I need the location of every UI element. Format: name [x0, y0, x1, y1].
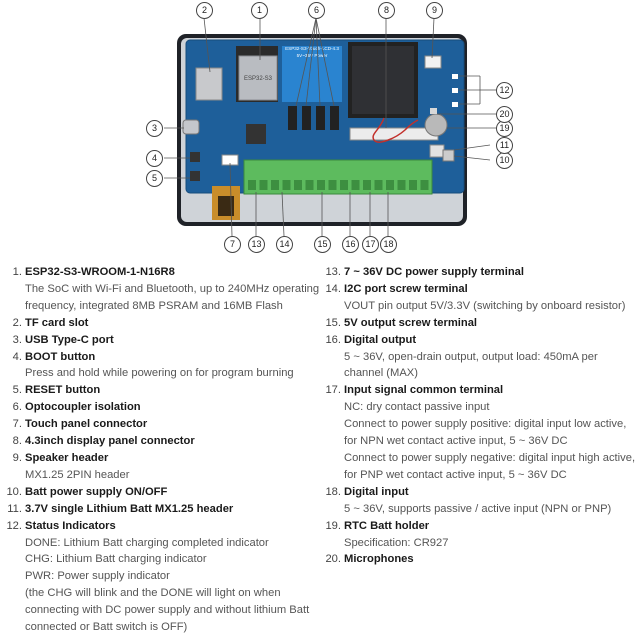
- list-item-2: 2.TF card slot: [12, 316, 89, 329]
- terminal-screw: [386, 180, 394, 190]
- esp32-module: [238, 55, 278, 101]
- optocoupler-3: [316, 106, 325, 130]
- inductor: [246, 124, 266, 144]
- usb-c-port: [182, 119, 200, 135]
- callout-1: 1: [251, 2, 268, 19]
- speaker-header: [424, 55, 442, 69]
- callout-3: 3: [146, 120, 163, 137]
- list-item-13: 13.7 ~ 36V DC power supply terminal: [325, 266, 524, 278]
- flex-cable-tab: [218, 196, 234, 216]
- battery-switch: [442, 149, 455, 162]
- silk-text-2: 5V~36V Power: [297, 53, 328, 58]
- terminal-screw: [409, 180, 417, 190]
- boot-button: [190, 152, 200, 162]
- board-svg: ESP32-S3 ESP32-S3-Touch-LCD-4.3 5V~36V P…: [164, 17, 496, 237]
- list-item-6: 6.Optocoupler isolation: [12, 401, 141, 414]
- terminal-screw: [271, 180, 279, 190]
- terminal-screw: [248, 180, 256, 190]
- terminal-screw: [374, 180, 383, 190]
- leader-lines: [164, 17, 496, 237]
- description-list-right: 13.7 ~ 36V DC power supply terminal 14.I…: [325, 264, 638, 568]
- terminal-screw: [420, 180, 429, 190]
- callout-11: 11: [496, 137, 513, 154]
- terminal-screw: [282, 180, 291, 190]
- callout-5: 5: [146, 170, 163, 187]
- tf-card-slot: [195, 67, 223, 101]
- speaker-grille: [352, 46, 414, 114]
- optocoupler-4: [330, 106, 339, 130]
- list-item-3: 3.USB Type-C port: [12, 333, 114, 346]
- led-chg: [452, 88, 458, 93]
- terminal-screw: [259, 180, 268, 190]
- optocoupler-2: [302, 106, 311, 130]
- callout-12: 12: [496, 82, 513, 99]
- callout-16: 16: [342, 236, 359, 253]
- callout-15: 15: [314, 236, 331, 253]
- led-done: [452, 74, 458, 79]
- terminal-screw: [363, 180, 371, 190]
- board-illustration: ESP32-S3 ESP32-S3-Touch-LCD-4.3 5V~36V P…: [0, 0, 640, 258]
- list-item-15: 15.5V output screw terminal: [325, 316, 478, 329]
- terminal-screw: [328, 180, 337, 190]
- callout-18: 18: [380, 236, 397, 253]
- callout-19: 19: [496, 120, 513, 137]
- battery-header: [429, 144, 445, 158]
- callout-13: 13: [248, 236, 265, 253]
- led-pwr: [452, 102, 458, 107]
- list-item-7: 7.Touch panel connector: [12, 418, 148, 431]
- callout-9: 9: [426, 2, 443, 19]
- microphone: [430, 108, 437, 114]
- callout-8: 8: [378, 2, 395, 19]
- callout-10: 10: [496, 152, 513, 169]
- list-item-10: 10.Batt power supply ON/OFF: [6, 485, 168, 498]
- optocoupler-1: [288, 106, 297, 130]
- callout-4: 4: [146, 150, 163, 167]
- callout-17: 17: [362, 236, 379, 253]
- callout-14: 14: [276, 236, 293, 253]
- callout-20: 20: [496, 106, 513, 123]
- rtc-battery-holder: [424, 113, 448, 137]
- callout-6: 6: [308, 2, 325, 19]
- list-item-11: 11.3.7V single Lithium Batt MX1.25 heade…: [7, 502, 234, 515]
- reset-button: [190, 171, 200, 181]
- callout-7: 7: [224, 236, 241, 253]
- terminal-screw: [340, 180, 348, 190]
- list-item-8: 8.4.3inch display panel connector: [12, 435, 195, 448]
- terminal-screw: [397, 180, 406, 190]
- esp32-module-text: ESP32-S3: [244, 76, 273, 82]
- callout-2: 2: [196, 2, 213, 19]
- terminal-screw: [305, 180, 314, 190]
- list-item-20: 20.Microphones: [325, 553, 414, 566]
- list-item-5: 5.RESET button: [12, 384, 101, 397]
- terminal-screw: [351, 180, 360, 190]
- terminal-screw: [317, 180, 325, 190]
- terminal-screw: [294, 180, 302, 190]
